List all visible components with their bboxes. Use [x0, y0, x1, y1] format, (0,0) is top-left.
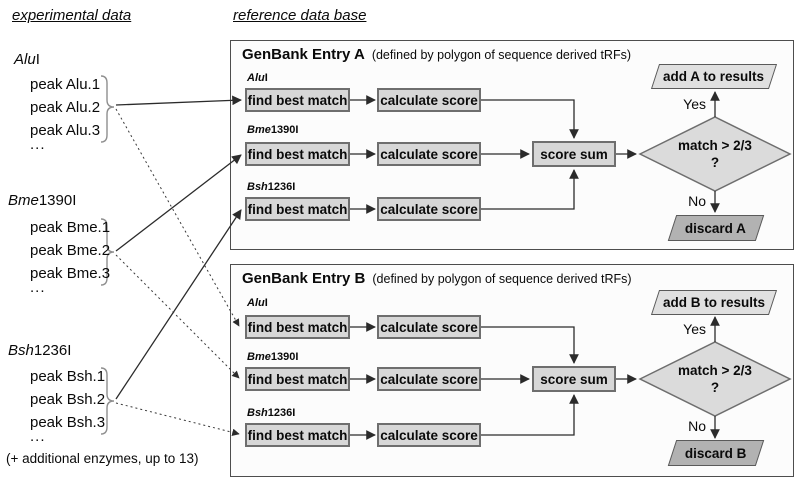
- connector-bme-to-entry-b: [115, 254, 240, 379]
- connector-bsh-to-entry-a: [115, 209, 242, 400]
- peak-item: peak Bme.3: [30, 265, 111, 282]
- additional-enzymes-note: (+ additional enzymes, up to 13): [6, 451, 199, 466]
- enzyme-name-italic: Bsh: [247, 407, 268, 419]
- enzyme-header-bsh: Bsh1236I: [8, 342, 71, 359]
- entry-b-row3-find-best-match-box: find best match: [245, 423, 350, 447]
- entry-b-title: GenBank Entry B (defined by polygon of s…: [242, 270, 632, 287]
- entry-b-row3-calculate-score-box: calculate score: [377, 423, 481, 447]
- entry-a-row2-enzyme-label: Bme1390I: [247, 124, 298, 136]
- enzyme-name-rest: 1390I: [38, 192, 77, 209]
- peak-item: peak Bme.1: [30, 219, 111, 236]
- entry-b-row1-enzyme-label: AluI: [247, 297, 268, 309]
- reference-database-header: reference data base: [233, 7, 367, 24]
- entry-a-row2-calculate-score-box: calculate score: [377, 142, 481, 166]
- add-label: add A to results: [663, 69, 765, 84]
- enzyme-header-bme: Bme1390I: [8, 192, 76, 209]
- entry-a-title-text: GenBank Entry A: [242, 46, 365, 63]
- entry-a-row1-enzyme-label: AluI: [247, 72, 268, 84]
- enzyme-name-rest: I: [264, 72, 268, 84]
- enzyme-name-rest: 1236I: [267, 407, 296, 419]
- enzyme-name-italic: Bme: [247, 351, 271, 363]
- enzyme-name-italic: Alu: [247, 72, 265, 84]
- ellipsis: ...: [30, 279, 46, 296]
- entry-a-condition-text: match > 2/3 ?: [645, 137, 785, 171]
- entry-b-row2-enzyme-label: Bme1390I: [247, 351, 298, 363]
- discard-label: discard A: [685, 220, 747, 236]
- connector-bme-to-entry-a: [115, 154, 242, 252]
- condition-line2: ?: [710, 380, 720, 395]
- peak-item: peak Alu.2: [30, 99, 101, 116]
- entry-a-add-to-results-shape: add A to results: [650, 64, 778, 89]
- entry-a-score-sum-box: score sum: [532, 141, 616, 167]
- enzyme-name-rest: I: [35, 51, 40, 68]
- peak-item: peak Bsh.2: [30, 391, 106, 408]
- enzyme-name-italic: Alu: [247, 297, 265, 309]
- peak-item: peak Bsh.3: [30, 414, 106, 431]
- enzyme-name-italic: Bsh: [8, 342, 34, 359]
- entry-a-row1-calculate-score-box: calculate score: [377, 88, 481, 112]
- entry-a-no-label: No: [688, 193, 706, 209]
- enzyme-name-rest: 1236I: [33, 342, 72, 359]
- entry-b-score-sum-box: score sum: [532, 366, 616, 392]
- add-label: add B to results: [662, 295, 765, 310]
- entry-a-row1-find-best-match-box: find best match: [245, 88, 350, 112]
- entry-b-subtitle: (defined by polygon of sequence derived …: [372, 272, 632, 286]
- enzyme-header-alu: AluI: [14, 51, 40, 68]
- entry-a-title: GenBank Entry A (defined by polygon of s…: [242, 46, 631, 63]
- enzyme-name-italic: Bme: [247, 124, 271, 136]
- enzyme-name-rest: 1390I: [270, 351, 299, 363]
- entry-a-row2-find-best-match-box: find best match: [245, 142, 350, 166]
- peak-item: peak Bme.2: [30, 242, 111, 259]
- entry-b-row1-find-best-match-box: find best match: [245, 315, 350, 339]
- connector-bsh-to-entry-b: [115, 402, 240, 436]
- enzyme-name-italic: Bsh: [247, 181, 268, 193]
- entry-b-title-text: GenBank Entry B: [242, 270, 366, 287]
- discard-label: discard B: [685, 445, 747, 461]
- experimental-data-header: experimental data: [12, 7, 132, 24]
- entry-b-yes-label: Yes: [683, 321, 706, 337]
- ellipsis: ...: [30, 428, 46, 445]
- entry-b-row2-calculate-score-box: calculate score: [377, 367, 481, 391]
- enzyme-name-rest: 1390I: [270, 124, 299, 136]
- entry-a-subtitle: (defined by polygon of sequence derived …: [371, 48, 631, 62]
- enzyme-name-rest: 1236I: [267, 181, 296, 193]
- entry-a-yes-label: Yes: [683, 96, 706, 112]
- entry-a-row3-find-best-match-box: find best match: [245, 197, 350, 221]
- entry-b-condition-text: match > 2/3 ?: [645, 362, 785, 396]
- enzyme-name-italic: Bme: [8, 192, 39, 209]
- entry-b-discard-shape: discard B: [667, 440, 765, 466]
- condition-line1: match > 2/3: [678, 138, 752, 153]
- peak-item: peak Alu.1: [30, 76, 101, 93]
- enzyme-name-italic: Alu: [14, 51, 36, 68]
- entry-a-row3-enzyme-label: Bsh1236I: [247, 181, 295, 193]
- entry-b-row2-find-best-match-box: find best match: [245, 367, 350, 391]
- entry-b-no-label: No: [688, 418, 706, 434]
- peak-item: peak Alu.3: [30, 122, 101, 139]
- enzyme-name-rest: I: [264, 297, 268, 309]
- entry-b-row3-enzyme-label: Bsh1236I: [247, 407, 295, 419]
- condition-line2: ?: [710, 155, 720, 170]
- entry-b-row1-calculate-score-box: calculate score: [377, 315, 481, 339]
- condition-line1: match > 2/3: [678, 363, 752, 378]
- entry-a-row3-calculate-score-box: calculate score: [377, 197, 481, 221]
- brace-alu-group: [100, 75, 115, 143]
- entry-a-discard-shape: discard A: [667, 215, 765, 241]
- ellipsis: ...: [30, 136, 46, 153]
- entry-b-add-to-results-shape: add B to results: [650, 290, 778, 315]
- connector-alu-to-entry-a: [115, 95, 242, 106]
- peak-item: peak Bsh.1: [30, 368, 106, 385]
- connector-alu-to-entry-b: [115, 108, 240, 327]
